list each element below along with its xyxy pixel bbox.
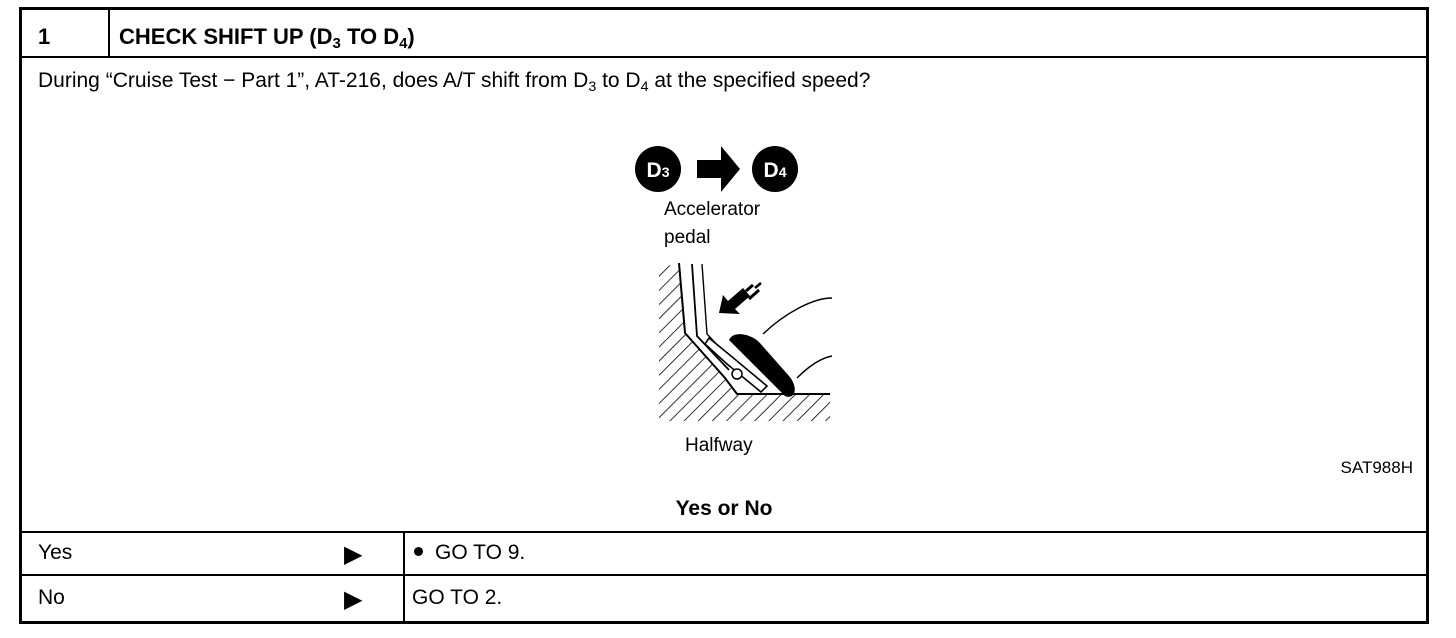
wall-line: [691, 263, 730, 371]
motion-line: [745, 283, 754, 293]
inspection-question: During “Cruise Test − Part 1”, AT-216, d…: [38, 69, 871, 95]
d3-badge-icon: [635, 146, 681, 192]
floor-hatch: [659, 263, 830, 421]
header-divider: [22, 56, 1426, 58]
shift-arrow-icon: [697, 146, 740, 192]
leg-curve-1: [762, 297, 833, 335]
result-no-arrow-icon: ▶: [344, 586, 363, 613]
result-yes-action: GO TO 9.: [412, 541, 525, 565]
bullet-icon: [414, 546, 423, 556]
pedal-illustration: D3 D4: [635, 146, 833, 421]
motion-line: [747, 288, 761, 301]
result-column-divider: [403, 531, 405, 621]
diagnostic-step-table: 1 CHECK SHIFT UP (D3 TO D4) During “Crui…: [19, 7, 1429, 624]
result-no-label: No: [38, 586, 65, 609]
step-number: 1: [38, 24, 51, 49]
accelerator-pedal-figure: D3 D4: [627, 138, 847, 468]
no-row-divider: [22, 574, 1426, 576]
floor-outline: [678, 262, 830, 395]
pedal-pivot-icon: [731, 368, 743, 380]
yes-or-no-prompt: Yes or No: [675, 497, 773, 520]
d3-badge-text: D3: [647, 159, 670, 182]
d4-badge-icon: [752, 146, 798, 192]
press-arrow-icon: [719, 288, 750, 314]
accelerator-label-line2: pedal: [664, 227, 711, 248]
step-title: CHECK SHIFT UP (D3 TO D4): [119, 24, 415, 53]
result-yes-arrow-icon: ▶: [344, 541, 363, 568]
halfway-caption: Halfway: [685, 435, 753, 456]
motion-line: [754, 282, 762, 289]
result-yes-label: Yes: [38, 541, 73, 564]
leg-curve-2: [796, 355, 833, 379]
result-no-action: GO TO 2.: [412, 586, 503, 609]
shoe-icon: [729, 334, 795, 397]
pedal-arm: [703, 336, 769, 394]
figure-code: SAT988H: [1340, 458, 1413, 477]
yes-row-divider: [22, 531, 1426, 533]
d4-badge-text: D4: [764, 159, 787, 182]
accelerator-label-line1: Accelerator: [664, 199, 761, 220]
header-column-divider: [108, 10, 110, 57]
